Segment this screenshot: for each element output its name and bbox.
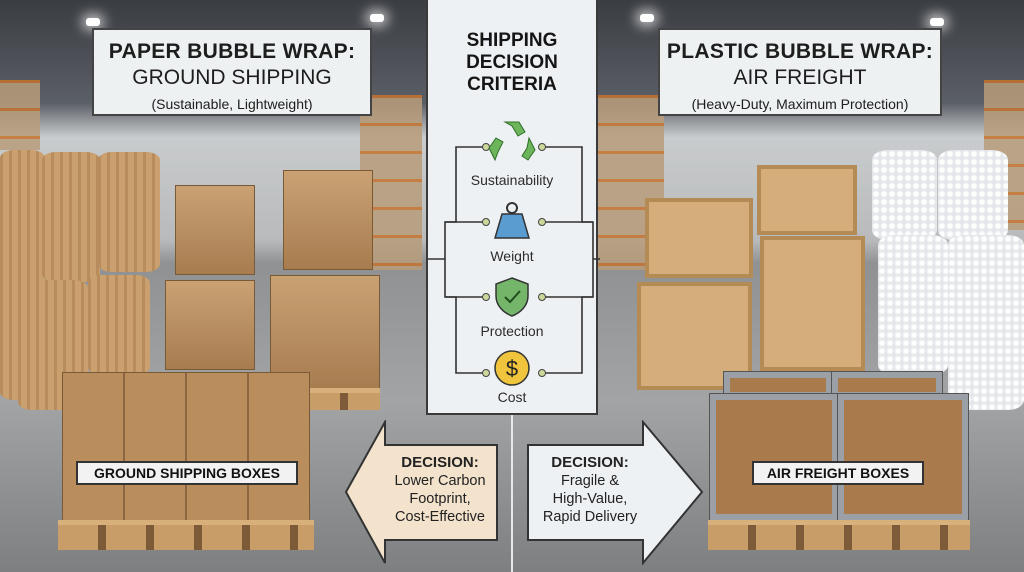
svg-text:$: $ (506, 356, 518, 381)
ceiling-light (86, 18, 100, 26)
open-box (165, 280, 255, 370)
vase-crate (760, 236, 865, 371)
decision-line: Fragile & (560, 473, 620, 489)
paper-bubble-wrap-label: PAPER BUBBLE WRAP: GROUND SHIPPING (Sust… (92, 28, 372, 116)
ceiling-light (930, 18, 944, 26)
label-note: (Heavy-Duty, Maximum Protection) (691, 96, 909, 112)
wine-crate (645, 198, 753, 278)
vase-crate (757, 165, 857, 235)
warehouse-shelf (0, 80, 40, 150)
shield-check-icon (495, 277, 529, 317)
decision-heading: DECISION: (401, 454, 479, 471)
open-box-candles (283, 170, 373, 270)
kraft-paper-roll (98, 152, 160, 272)
pallet (58, 520, 314, 550)
decision-heading: DECISION: (551, 454, 629, 471)
kraft-paper-roll (88, 275, 150, 375)
label-subtitle: AIR FREIGHT (733, 66, 867, 89)
title-line: SHIPPING (466, 30, 558, 51)
decision-criteria-panel: SHIPPING DECISION CRITERIA Sustainabilit… (426, 0, 600, 415)
connector-lines (428, 143, 600, 377)
decision-line: Lower Carbon (394, 473, 486, 489)
criterion-protection: Protection (480, 323, 544, 339)
criterion-weight: Weight (490, 248, 534, 264)
weight-icon (494, 202, 530, 239)
recycle-icon (488, 121, 536, 162)
plastic-bubble-roll (948, 235, 1024, 410)
air-freight-box (837, 393, 969, 521)
ceiling-light (640, 14, 654, 22)
label-subtitle: GROUND SHIPPING (132, 66, 332, 89)
plastic-bubble-roll (938, 150, 1008, 240)
criterion-cost: Cost (497, 389, 527, 405)
label-note: (Sustainable, Lightweight) (151, 96, 313, 112)
kraft-paper-roll (42, 152, 100, 282)
ceiling-light (370, 14, 384, 22)
right-decision-arrow: DECISION: Fragile & High-Value, Rapid De… (526, 420, 704, 565)
plastic-bubble-wrap-label: PLASTIC BUBBLE WRAP: AIR FREIGHT (Heavy-… (658, 28, 942, 116)
decision-line: High-Value, (552, 491, 628, 507)
decision-line: Rapid Delivery (542, 509, 638, 525)
decision-line: Cost-Effective (395, 509, 485, 525)
ground-shipping-boxes-tag: GROUND SHIPPING BOXES (76, 461, 298, 485)
arrow-right-shape (527, 420, 704, 565)
title-line: DECISION (466, 52, 558, 73)
criterion-sustainability: Sustainability (470, 172, 554, 188)
panel-title: SHIPPING DECISION CRITERIA (428, 30, 596, 96)
ground-shipping-box-stack (62, 372, 310, 522)
left-decision-arrow: DECISION: Lower Carbon Footprint, Cost-E… (344, 420, 504, 565)
label-title: PAPER BUBBLE WRAP: (108, 40, 356, 63)
pallet (300, 388, 380, 410)
open-box-mugs (175, 185, 255, 275)
plastic-bubble-roll (878, 235, 948, 375)
decision-line: Footprint, (409, 491, 471, 507)
dollar-coin-icon: $ (494, 350, 530, 386)
air-freight-boxes-tag: AIR FREIGHT BOXES (752, 461, 924, 485)
divider-line (511, 415, 513, 572)
arrow-left-shape (344, 420, 498, 564)
title-line: CRITERIA (467, 74, 557, 95)
plastic-bubble-roll (872, 150, 937, 240)
air-freight-box (709, 393, 839, 521)
label-title: PLASTIC BUBBLE WRAP: (666, 40, 934, 63)
pallet (708, 520, 970, 550)
